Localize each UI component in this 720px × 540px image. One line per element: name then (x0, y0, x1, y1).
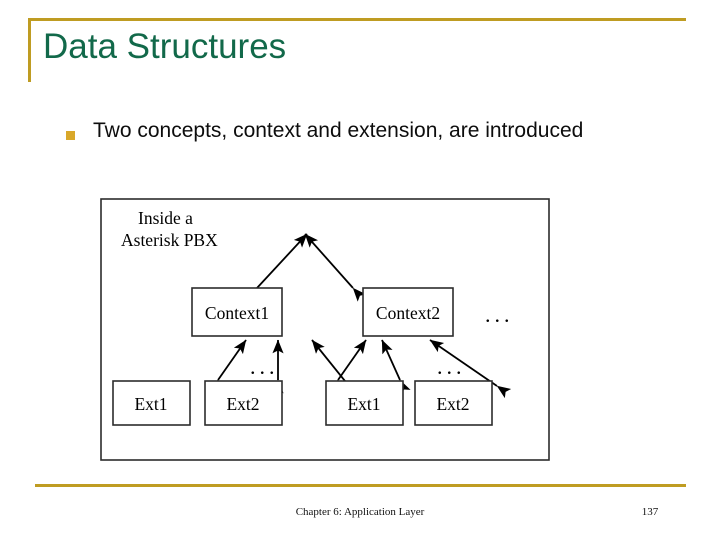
square-bullet-icon (66, 131, 75, 140)
box-context2-label: Context2 (376, 303, 440, 323)
box-left-ext2-label: Ext2 (226, 394, 259, 414)
footer-chapter-text: Chapter 6: Application Layer (295, 506, 425, 518)
box-right-ext2: Ext2 (414, 380, 493, 426)
box-left-ext2: Ext2 (204, 380, 283, 426)
arrow-context2-ext1 (325, 339, 367, 395)
box-context1: Context1 (191, 287, 283, 337)
box-left-ext1-label: Ext1 (134, 394, 167, 414)
box-left-ext1: Ext1 (112, 380, 191, 426)
box-right-ext1: Ext1 (325, 380, 404, 426)
box-right-ext2-label: Ext2 (436, 394, 469, 414)
box-context1-label: Context1 (205, 303, 269, 323)
page-title: Data Structures (43, 27, 287, 66)
arrow-context1-external (243, 233, 308, 302)
box-right-ext1-label: Ext1 (347, 394, 380, 414)
arrow-context2-ext2 (381, 339, 411, 395)
ellipsis-right-of-context2: ... (485, 302, 514, 327)
bullet-item-text: Two concepts, context and extension, are… (93, 119, 584, 142)
arrow-context2-more (429, 339, 512, 399)
footer-rule (35, 484, 686, 487)
arrow-context2-external (304, 233, 367, 302)
ellipsis-right-ext-row: ... (437, 354, 466, 379)
ellipsis-left-ext-row: ... (250, 354, 279, 379)
arrow-context1-ext1 (205, 339, 247, 395)
title-left-rule (28, 18, 31, 82)
asterisk-pbx-diagram: Inside a Asterisk PBX Context1 Conte (100, 198, 550, 461)
box-context2: Context2 (362, 287, 454, 337)
diagram-caption-line2: Asterisk PBX (121, 230, 218, 250)
footer-page-number: 137 (641, 506, 659, 518)
title-top-rule (28, 18, 686, 21)
diagram-caption-line1: Inside a (138, 208, 193, 228)
